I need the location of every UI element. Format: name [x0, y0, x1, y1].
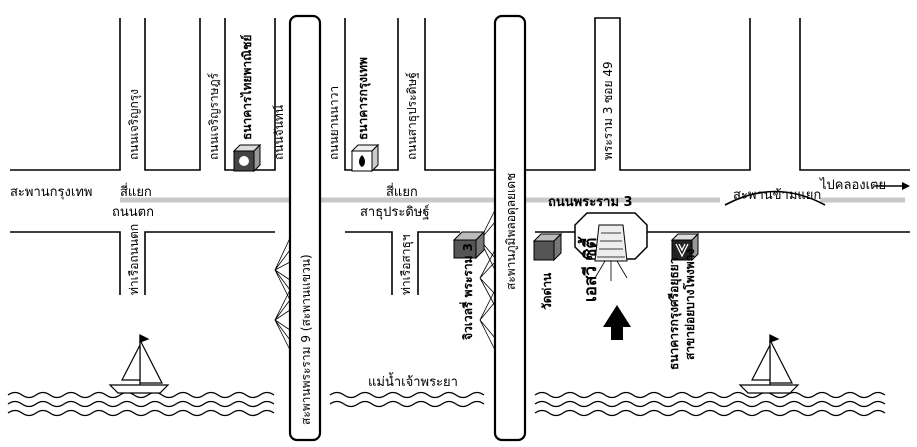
rama9-bridge-label: สะพานพระราม 9 (สะพานแขวน)	[299, 254, 313, 425]
yannawa-road-label: ถนนยานนาวา	[327, 86, 341, 160]
scb-bank-label: ธนาคารไทยพาณิชย์	[239, 35, 254, 140]
bbl-bank-icon	[350, 143, 380, 173]
jewelry-label: จิวเวลรี่ พระราม 3	[459, 243, 475, 340]
rama9-bridge	[288, 14, 322, 442]
thanon-tok-intersection-line1: สี่แยก	[120, 183, 152, 200]
building-icon	[452, 230, 486, 260]
main-road-top-edge	[10, 17, 910, 171]
rama3-road-label: ถนนพระราม 3	[548, 195, 633, 210]
bay-bank-icon	[670, 232, 700, 262]
sathupradit-intersection-line2: สาธุประดิษฐ์	[360, 204, 430, 220]
direction-arrow-icon	[875, 182, 910, 190]
river-label: แม่น้ำเจ้าพระยา	[368, 372, 458, 390]
krungthep-bridge-label: สะพานกรุงเทพ	[10, 185, 92, 200]
flyover-label: สะพานข้ามแยก	[733, 188, 821, 203]
direction-label: ไปคลองเตย	[819, 177, 886, 193]
chan-road-label: ถนนจันทน์	[272, 105, 286, 160]
flyover-arc	[724, 190, 826, 206]
lsv-city-label: เอสวี ซิตี้	[577, 236, 601, 302]
sathupradit-road-label: ถนนสาธุประดิษฐ์	[405, 72, 420, 160]
sathupradit-pier-label: ท่าเรือสาธุฯ	[399, 234, 414, 295]
ayudhya-bank-label-line2: สาขาย่อยบางโพงพาง	[682, 249, 697, 360]
charoenrat-road-label: ถนนเจริญราษฎร์	[207, 72, 221, 160]
bbl-bank-label: ธนาคารกรุงเทพ	[356, 57, 371, 140]
bhumibol-bridge	[493, 14, 527, 442]
thanon-tok-intersection-line2: ถนนตก	[112, 205, 154, 220]
building-icon	[532, 232, 563, 262]
sailboat-icon	[738, 334, 800, 394]
thanon-tok-pier-label: ท่าเรือถนนตก	[127, 224, 141, 295]
sailboat-icon	[108, 334, 170, 394]
main-road-bottom-edge	[10, 231, 910, 295]
arrow-up-icon	[603, 305, 631, 340]
rama3-soi49-label: พระราม 3 ซอย 49	[601, 61, 615, 160]
river-waves	[7, 391, 886, 417]
lsv-city-building	[574, 212, 648, 281]
bhumibol-bridge-label: สะพานภูมิพลอดุลยเดช	[504, 173, 519, 290]
wat-dan-label: วัดด่าน	[540, 272, 554, 310]
ayudhya-bank-label-line1: ธนาคารกรุงศรีอยุธยา	[667, 258, 682, 370]
scb-bank-icon	[232, 143, 262, 173]
sathupradit-intersection-line1: สี่แยก	[386, 183, 418, 200]
charoenkrung-road-label: ถนนเจริญกรุง	[127, 89, 142, 160]
